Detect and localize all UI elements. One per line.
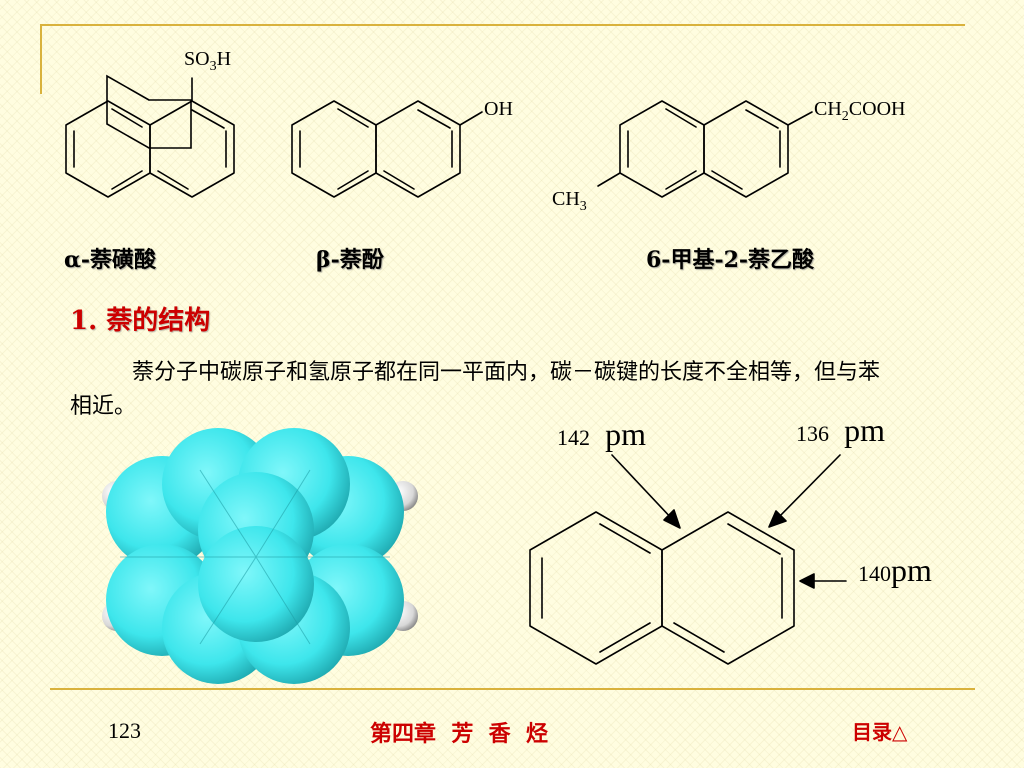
compound-name-methyl: 6-甲基-2-萘乙酸 xyxy=(646,247,815,273)
bond-unit: pm xyxy=(891,552,932,588)
toc-link[interactable]: 目录△ xyxy=(852,716,907,745)
bond-value: 136 xyxy=(796,421,829,446)
beta-naphthol-structure xyxy=(291,100,483,198)
naphthalene-bond-length-structure xyxy=(529,511,795,665)
hydroxyl-group-label: OH xyxy=(484,98,513,120)
left-rule xyxy=(40,24,42,94)
space-filling-model xyxy=(102,428,418,684)
alpha-naphthalenesulfonic-acid-structure xyxy=(65,77,235,198)
bottom-rule xyxy=(50,688,975,690)
structure-paragraph: 萘分子中碳原子和氢原子都在同一平面内，碳－碳键的长度不全相等，但与苯相近。 xyxy=(70,360,881,419)
compound-name-beta: β-萘酚 xyxy=(316,247,384,273)
top-rule xyxy=(40,24,965,26)
page-number: 123 xyxy=(108,718,141,743)
bond-unit: pm xyxy=(605,416,646,452)
methyl-naphthaleneacetic-acid-structure xyxy=(597,100,813,198)
naphthalene-structure-1 xyxy=(106,74,192,149)
bond-label-136: 136 pm xyxy=(796,412,885,449)
section-heading: 1. 萘的结构 xyxy=(70,306,211,336)
acetic-acid-group-label: CH2COOH xyxy=(814,98,906,124)
bond-unit: pm xyxy=(844,412,885,448)
bond-value: 142 xyxy=(557,425,590,450)
bond-label-142: 142 pm xyxy=(557,416,646,453)
sulfonic-acid-group-label: SO3H xyxy=(184,48,232,74)
triangle-up-icon[interactable]: △ xyxy=(892,720,908,744)
methyl-group-label: CH3 xyxy=(552,188,587,214)
bond-value: 140 xyxy=(858,561,891,586)
chapter-title: 第四章 芳 香 烃 xyxy=(370,721,548,747)
compound-name-alpha: α-萘磺酸 xyxy=(64,247,157,273)
bond-label-140: 140pm xyxy=(858,552,932,589)
bond-arrows xyxy=(611,454,847,589)
toc-link-label[interactable]: 目录 xyxy=(852,720,892,744)
